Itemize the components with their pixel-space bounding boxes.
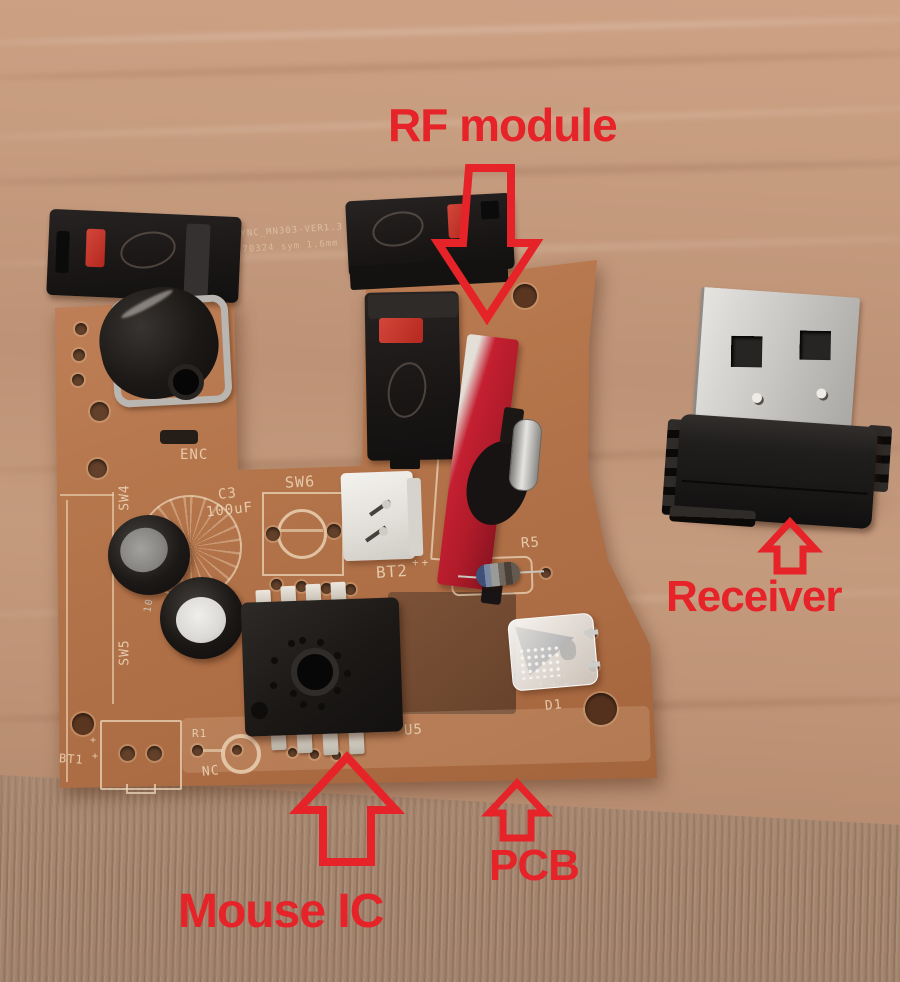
label-sw4: SW4	[117, 484, 133, 511]
bt2-connector-flange	[406, 477, 424, 557]
screw-hole	[72, 713, 94, 735]
pcb-hole	[327, 524, 341, 538]
switch-button-red	[379, 318, 423, 343]
label-bt2: BT2	[375, 560, 409, 583]
screw-hole	[513, 284, 537, 308]
usb-metal-connector	[691, 286, 861, 438]
label-bt1-plus: +	[90, 735, 98, 746]
micro-switch-left-side	[183, 223, 211, 301]
silkscreen-line	[112, 492, 114, 704]
encoder-shaft	[168, 364, 204, 400]
bt1-hole	[120, 746, 135, 761]
label-enc: ENC	[180, 447, 209, 463]
battery-footprint-tab	[126, 784, 156, 794]
switch-button-red	[85, 228, 106, 268]
sw6-footprint-bar	[279, 529, 323, 532]
ic-pin1-dimple	[251, 702, 268, 719]
silkscreen-line	[66, 500, 68, 782]
pcb-hole	[72, 374, 84, 386]
pcb-hole	[288, 748, 297, 757]
bt2-connector-body	[340, 470, 416, 562]
pcb-hole	[75, 323, 87, 335]
nc-hole	[232, 745, 242, 755]
switch-foot	[390, 455, 420, 469]
micro-switch-vertical-top	[367, 293, 459, 319]
pcb-cutout	[388, 592, 516, 714]
pcb-label: PCB	[489, 841, 580, 890]
pcb-hole	[345, 584, 356, 595]
r5-lead-hole	[541, 568, 551, 578]
mouse-ic-label: Mouse IC	[178, 885, 384, 938]
encoder-pad-slot	[160, 430, 198, 444]
r1-hole	[192, 745, 203, 756]
label-u5: U5	[403, 721, 424, 739]
ic-index-dot	[299, 637, 306, 644]
ic-index-dot	[270, 682, 277, 689]
usb-connector-hole	[730, 335, 763, 368]
silkscreen-line	[60, 494, 114, 496]
label-r5: R5	[520, 534, 541, 552]
pcb-hole	[296, 581, 307, 592]
battery-footprint-outline	[100, 720, 182, 790]
ic-index-dot	[318, 703, 325, 710]
led-speckle	[517, 644, 565, 680]
pcb-hole	[73, 349, 85, 361]
label-sw5: SW5	[117, 639, 133, 666]
label-bt1: BT1	[58, 751, 85, 767]
ic-index-dot	[300, 701, 307, 708]
rf-module-label: RF module	[388, 99, 618, 151]
label-d1: D1	[544, 697, 564, 714]
label-bt1-plus: +	[92, 751, 100, 762]
silkscreen-trace	[203, 749, 223, 752]
capacitor-2-top	[176, 597, 226, 643]
switch-button-red	[447, 203, 468, 239]
pcb-hole	[88, 459, 107, 478]
switch-slot	[480, 200, 500, 220]
bt2-pin	[382, 500, 391, 509]
receiver-label: Receiver	[666, 572, 842, 621]
ic-index-dot	[271, 657, 278, 664]
ic-sensor-lens-ring	[291, 648, 339, 696]
ic-index-dot	[290, 690, 297, 697]
bt1-hole	[147, 746, 162, 761]
bt2-pin	[379, 527, 388, 536]
pcb-hole	[321, 583, 332, 594]
screw-hole	[585, 693, 617, 725]
label-c3: C3	[217, 485, 238, 503]
nc-pad-ring	[221, 734, 261, 774]
ic-index-dot	[317, 639, 324, 646]
usb-connector-hole	[799, 330, 831, 361]
ic-index-dot	[334, 687, 341, 694]
pcb-hole	[266, 527, 280, 541]
led-die	[559, 639, 577, 661]
ic-index-dot	[334, 652, 341, 659]
ic-index-dot	[288, 640, 295, 647]
label-nc: NC	[201, 763, 221, 780]
label-bt2-polarity: ++	[412, 556, 432, 569]
sw6-footprint-circle	[277, 509, 327, 559]
ic-index-dot	[344, 670, 351, 677]
switch-slot	[55, 230, 70, 274]
pcb-hole	[90, 402, 109, 421]
label-r1: R1	[192, 727, 208, 740]
pcb-hole	[271, 579, 282, 590]
label-sw6: SW6	[284, 472, 316, 492]
usb-receiver	[661, 280, 899, 549]
